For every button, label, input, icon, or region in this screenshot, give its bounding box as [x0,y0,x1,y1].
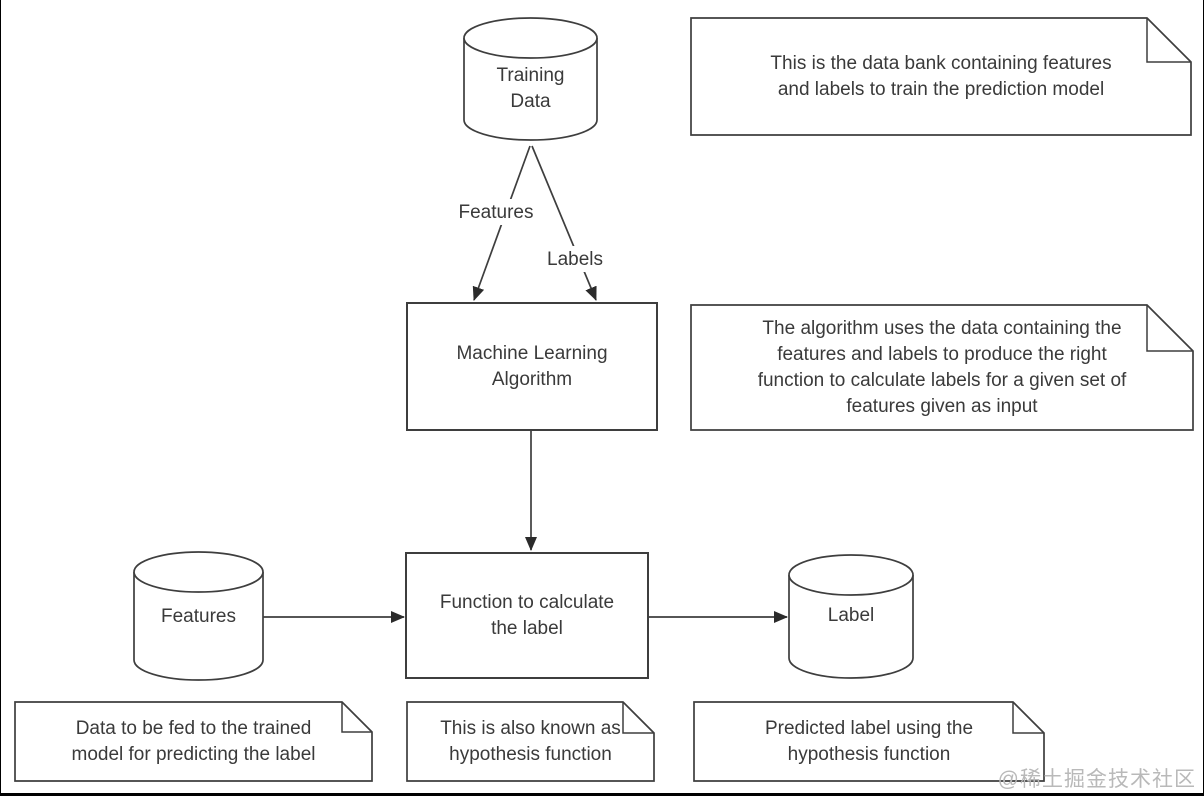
ml-algorithm-label: Machine Learning Algorithm [456,342,608,390]
function-box [405,552,649,679]
edge-label-features: Features [452,199,540,225]
watermark: @稀土掘金技术社区 [997,768,1196,791]
note-features-text: Data to be fed to the trained model for … [71,717,316,765]
arrow-labels-to-algorithm [531,145,597,301]
note-features [14,701,373,782]
note-function [406,701,655,782]
edge-label-labels: Labels [540,246,610,272]
note-training-data [690,17,1192,136]
label-store-label: Label [827,605,875,626]
note-label-text: Predicted label using the hypothesis fun… [764,717,974,765]
function-box-label: Function to calculate the label [439,591,615,639]
features-cylinder [133,551,264,681]
label-cylinder [788,554,914,679]
note-training-data-text: This is the data bank containing feature… [770,52,1112,100]
training-data-cylinder [463,17,598,141]
note-label [693,701,1045,782]
note-algorithm [690,304,1194,431]
ml-algorithm-box [406,302,658,431]
training-data-label: Training Data [496,65,565,112]
note-function-text: This is also known as hypothesis functio… [440,717,621,765]
features-store-label: Features [161,606,236,627]
note-algorithm-text: The algorithm uses the data containing t… [757,317,1127,417]
